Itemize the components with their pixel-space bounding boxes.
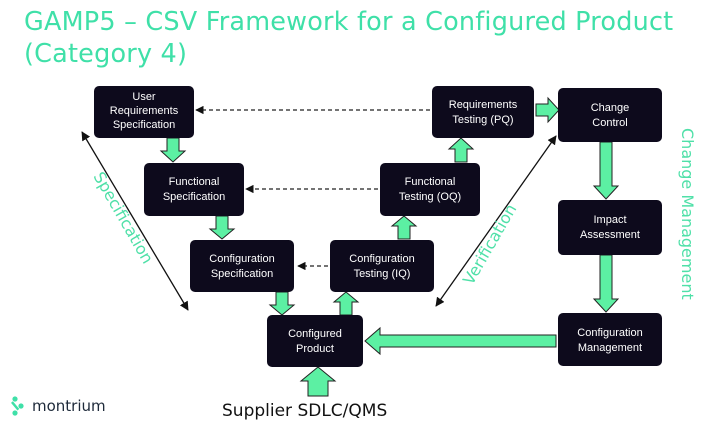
flow-arrow-supplier-cp: [299, 366, 337, 397]
flow-arrow-cs-cp: [268, 291, 296, 316]
box-cc-line-2: Control: [592, 117, 627, 129]
box-fs-line-1: Functional: [169, 176, 220, 188]
box-oq-line-1: Functional: [405, 176, 456, 188]
box-cm-line-1: Configuration: [577, 327, 642, 339]
box-cm-line-2: Management: [578, 342, 642, 354]
box-cc-line-1: Change: [591, 102, 630, 114]
title-line-2: (Category 4): [24, 39, 188, 69]
box-requirements-testing-pq: Requirements Testing (PQ): [432, 86, 534, 138]
box-oq-line-2: Testing (OQ): [399, 191, 461, 203]
flow-arrow-ia-cm: [592, 254, 620, 313]
box-cp-line-2: Product: [296, 343, 334, 355]
change-management-label: Change Management: [678, 128, 697, 300]
box-iq-line-1: Configuration: [349, 253, 414, 265]
box-ia-line-1: Impact: [593, 214, 626, 226]
flow-arrow-urs-fs: [159, 137, 187, 163]
box-functional-testing-oq: Functional Testing (OQ): [380, 163, 480, 216]
flow-arrow-cp-iq: [332, 291, 360, 316]
box-pq-line-2: Testing (PQ): [452, 114, 513, 126]
specification-diagonal-arrow: [81, 131, 189, 311]
verification-diagonal-arrow: [435, 135, 557, 307]
flow-arrow-cc-ia: [592, 141, 620, 200]
box-configuration-specification: Configuration Specification: [190, 240, 294, 292]
box-impact-assessment: Impact Assessment: [558, 200, 662, 255]
page-title: GAMP5 – CSV Framework for a Configured P…: [24, 6, 704, 70]
box-functional-specification: Functional Specification: [144, 163, 244, 216]
box-cs-line-1: Configuration: [209, 253, 274, 265]
chevron-right-icon: [11, 396, 24, 416]
flow-arrow-iq-oq: [390, 215, 418, 240]
box-cp-line-1: Configured: [288, 328, 342, 340]
box-cs-line-2: Specification: [211, 268, 273, 280]
supplier-label: Supplier SDLC/QMS: [222, 401, 388, 421]
box-configured-product: Configured Product: [267, 315, 363, 367]
box-change-control: Change Control: [558, 88, 662, 142]
flow-arrow-oq-pq: [447, 137, 475, 163]
box-pq-line-1: Requirements: [449, 99, 518, 111]
box-user-requirements-specification: User Requirements Specification: [94, 86, 194, 138]
box-ia-line-2: Assessment: [580, 229, 640, 241]
box-urs-line-2: Requirements: [110, 105, 179, 117]
box-fs-line-2: Specification: [163, 191, 225, 203]
title-line-1: GAMP5 – CSV Framework for a Configured P…: [24, 7, 674, 37]
montrium-logo: montrium: [11, 396, 106, 416]
box-urs-line-3: Specification: [113, 119, 175, 131]
flow-arrow-pq-cc: [535, 96, 560, 124]
box-urs-line-1: User: [132, 91, 156, 103]
box-configuration-management: Configuration Management: [558, 313, 662, 366]
logo-text: montrium: [32, 397, 106, 415]
box-configuration-testing-iq: Configuration Testing (IQ): [330, 240, 434, 292]
box-iq-line-2: Testing (IQ): [354, 268, 411, 280]
flow-arrow-cm-cp: [364, 326, 557, 356]
flow-arrow-fs-cs: [208, 215, 236, 240]
